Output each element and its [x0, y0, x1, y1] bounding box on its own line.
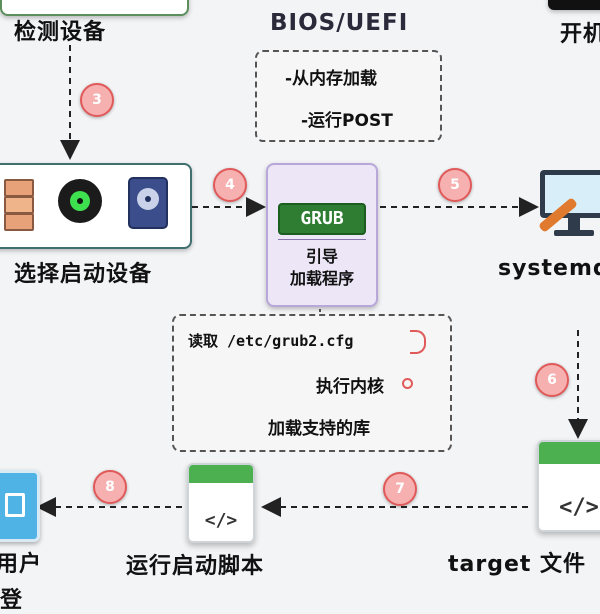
step-badge-7: 7: [383, 472, 417, 506]
scripts-file-code: </>: [204, 510, 238, 531]
step-badge-6: 6: [535, 363, 569, 397]
select-boot-label: 选择启动设备: [14, 262, 153, 287]
step-badge-3: 3: [80, 83, 114, 117]
bios-notes-box: -从内存加载 -运行POST: [255, 50, 442, 142]
target-file-icon: </>: [537, 440, 600, 532]
curved-arrow-icon: [410, 330, 426, 354]
user-label: 用户: [0, 552, 43, 577]
grub-divider: [278, 239, 366, 240]
grub-note-1: 读取 /etc/grub2.cfg: [188, 332, 354, 350]
target-label: target 文件: [448, 552, 587, 577]
target-file-code: </>: [559, 495, 599, 520]
grub-line-1: 引导: [305, 247, 338, 266]
bios-label: BIOS/UEFI: [270, 10, 409, 36]
user-label-cont: 登: [0, 588, 24, 613]
power-device: [548, 0, 600, 10]
grub-box: GRUB 引导 加载程序: [266, 163, 378, 307]
hard-drive-icon: [128, 177, 168, 229]
disc-icon: [58, 179, 102, 223]
scripts-file-icon: </>: [187, 463, 255, 543]
step-badge-5: 5: [438, 168, 472, 202]
bullet-icon: [402, 378, 413, 389]
boot-device-box: [0, 163, 192, 249]
power-label: 开机: [560, 22, 600, 47]
grub-line-2: 加载程序: [289, 269, 354, 288]
grub-note-2: 执行内核: [316, 377, 384, 397]
grub-notes-box: 读取 /etc/grub2.cfg 执行内核 加载支持的库: [172, 314, 452, 452]
step-badge-4: 4: [213, 168, 247, 202]
grub-badge: GRUB: [278, 203, 366, 235]
server-icon: [4, 179, 34, 231]
step-badge-8: 8: [93, 470, 127, 504]
detect-box-edge: [0, 0, 189, 16]
detect-label: 检测设备: [14, 20, 107, 45]
user-screen-icon: [0, 470, 40, 542]
bios-note-1: -从内存加载: [285, 69, 378, 89]
grub-note-3: 加载支持的库: [268, 419, 370, 439]
bios-note-2: -运行POST: [301, 111, 393, 131]
run-scripts-label: 运行启动脚本: [126, 554, 265, 579]
systemd-label: systemd: [498, 256, 600, 281]
